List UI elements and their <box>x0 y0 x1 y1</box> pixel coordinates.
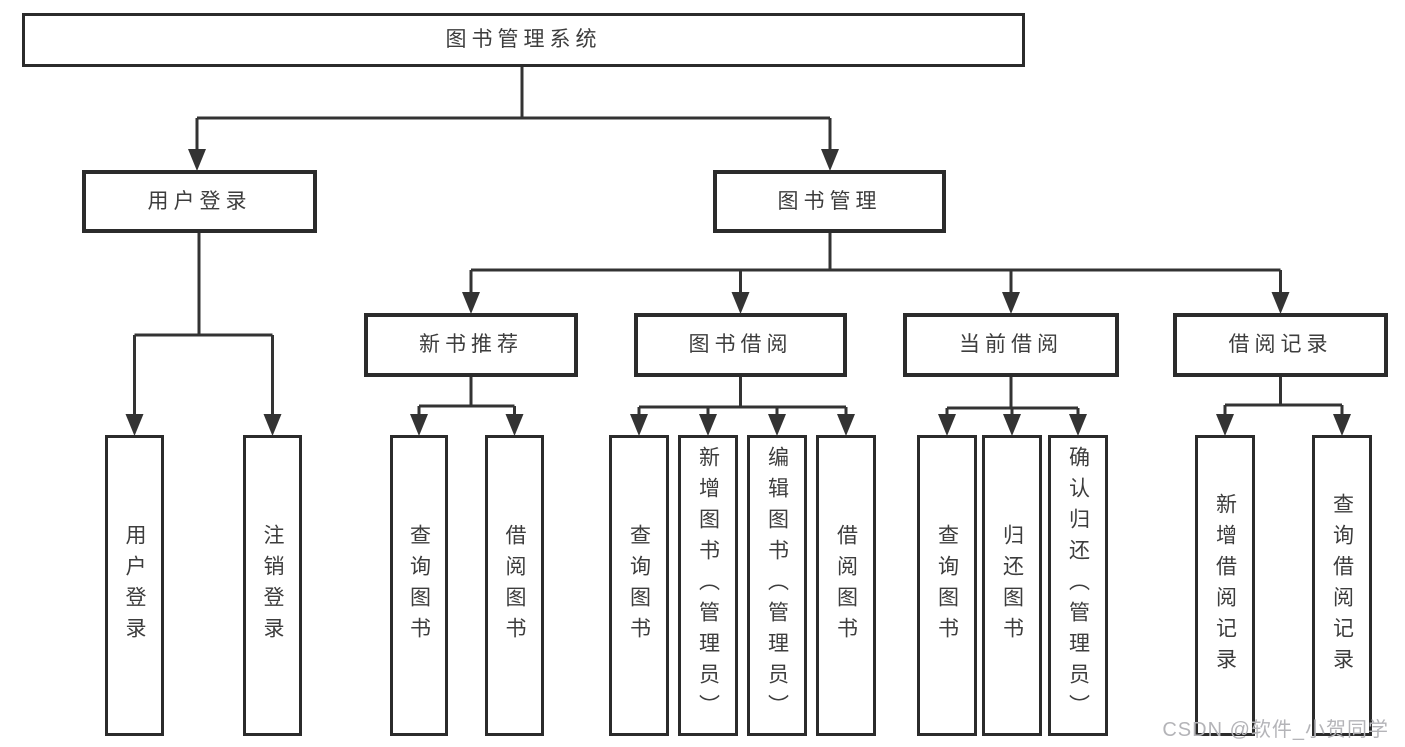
node-book-management-label: 图书管理 <box>777 189 882 213</box>
node-borrow-records: 借阅记录 <box>1173 313 1388 377</box>
leaf-logout-login: 注销登录 <box>243 435 302 736</box>
leaf-query-borrow-record-label: 查询借阅记录 <box>1330 492 1354 679</box>
node-new-book-recommend: 新书推荐 <box>364 313 578 377</box>
leaf-borrow-books-recommend-label: 借阅图书 <box>503 523 526 648</box>
leaf-user-login: 用户登录 <box>105 435 164 736</box>
node-current-borrow-label: 当前借阅 <box>959 333 1063 357</box>
leaf-add-borrow-record: 新增借阅记录 <box>1195 435 1255 736</box>
leaf-borrow-books-label: 借阅图书 <box>834 523 858 648</box>
node-book-borrow: 图书借阅 <box>634 313 847 377</box>
leaf-query-books-current: 查询图书 <box>917 435 977 736</box>
leaf-return-book-label: 归还图书 <box>1000 523 1024 648</box>
leaf-user-login-label: 用户登录 <box>123 523 146 648</box>
node-root: 图书管理系统 <box>22 13 1025 67</box>
leaf-query-books-borrow: 查询图书 <box>609 435 669 736</box>
leaf-query-borrow-record: 查询借阅记录 <box>1312 435 1372 736</box>
node-current-borrow: 当前借阅 <box>903 313 1119 377</box>
node-root-label: 图书管理系统 <box>445 28 602 52</box>
leaf-return-book: 归还图书 <box>982 435 1042 736</box>
node-user-login-label: 用户登录 <box>147 189 252 213</box>
leaf-query-books-recommend-label: 查询图书 <box>407 523 431 648</box>
leaf-borrow-books-recommend: 借阅图书 <box>485 435 544 736</box>
leaf-query-books-borrow-label: 查询图书 <box>627 523 651 648</box>
leaf-confirm-return-admin: 确认归还（管理员） <box>1048 435 1108 736</box>
arrowhead-icons <box>125 149 1351 436</box>
leaf-add-book-admin: 新增图书（管理员） <box>678 435 738 736</box>
leaf-add-book-admin-label: 新增图书（管理员） <box>696 446 720 725</box>
leaf-edit-book-admin-label: 编辑图书（管理员） <box>765 446 789 725</box>
leaf-query-books-current-label: 查询图书 <box>935 523 959 648</box>
node-book-borrow-label: 图书借阅 <box>688 333 793 357</box>
leaf-borrow-books: 借阅图书 <box>816 435 876 736</box>
leaf-logout-login-label: 注销登录 <box>261 523 284 648</box>
node-new-book-recommend-label: 新书推荐 <box>419 333 523 357</box>
leaf-edit-book-admin: 编辑图书（管理员） <box>747 435 807 736</box>
watermark: CSDN @软件_小贺同学 <box>1162 719 1389 741</box>
node-borrow-records-label: 借阅记录 <box>1228 333 1333 357</box>
node-book-management: 图书管理 <box>713 170 946 233</box>
leaf-add-borrow-record-label: 新增借阅记录 <box>1213 492 1237 679</box>
leaf-query-books-recommend: 查询图书 <box>390 435 448 736</box>
node-user-login: 用户登录 <box>82 170 317 233</box>
leaf-confirm-return-admin-label: 确认归还（管理员） <box>1066 446 1090 725</box>
